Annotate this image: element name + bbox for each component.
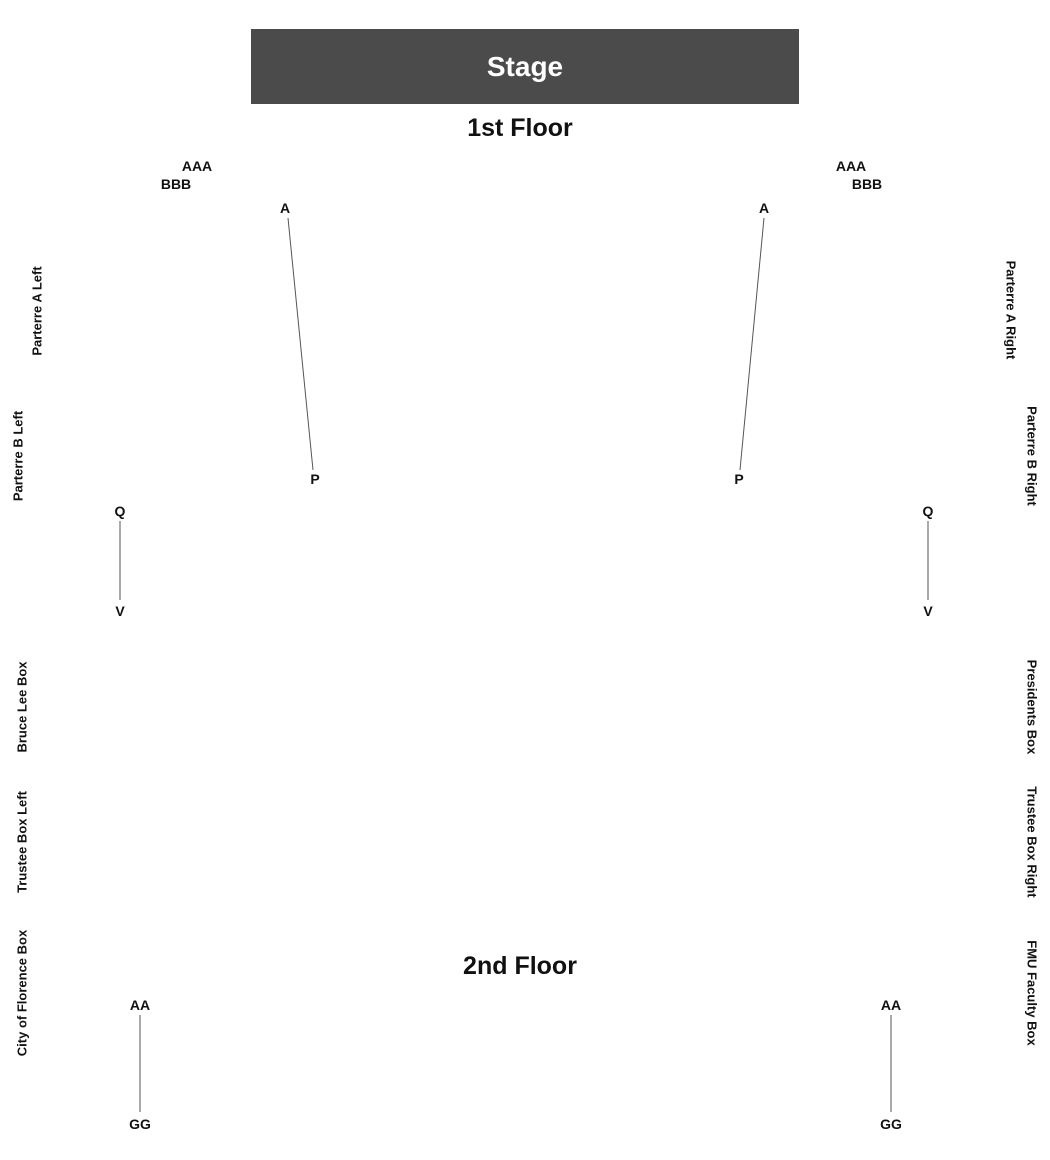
row-label-left-aa[interactable]: AA — [129, 997, 151, 1013]
row-label-right-v[interactable]: V — [923, 603, 933, 619]
row-label-right-gg[interactable]: GG — [880, 1116, 902, 1132]
section-parterre-a-right[interactable]: Parterre A Right — [1003, 260, 1019, 360]
second-floor-title: 2nd Floor — [463, 952, 577, 980]
row-label-left-q[interactable]: Q — [114, 503, 126, 519]
row-label-right-p[interactable]: P — [734, 471, 744, 487]
row-label-left-v[interactable]: V — [115, 603, 125, 619]
section-parterre-b-left[interactable]: Parterre B Left — [10, 410, 26, 502]
connector-right-a-p — [739, 217, 765, 471]
row-label-right-aa[interactable]: AA — [880, 997, 902, 1013]
section-parterre-a-left[interactable]: Parterre A Left — [29, 266, 45, 356]
section-trustee-box-right[interactable]: Trustee Box Right — [1024, 786, 1040, 898]
stage: Stage — [251, 29, 799, 104]
section-presidents-box[interactable]: Presidents Box — [1024, 659, 1040, 755]
row-label-right-a[interactable]: A — [758, 200, 770, 216]
row-label-right-bbb[interactable]: BBB — [851, 176, 883, 192]
section-fmu-faculty-box[interactable]: FMU Faculty Box — [1024, 940, 1040, 1046]
connector-left-a-p — [287, 217, 314, 471]
row-label-left-a[interactable]: A — [279, 200, 291, 216]
section-parterre-b-right[interactable]: Parterre B Right — [1024, 406, 1040, 506]
section-bruce-lee-box[interactable]: Bruce Lee Box — [14, 661, 30, 753]
row-label-left-aaa[interactable]: AAA — [181, 158, 213, 174]
row-label-right-q[interactable]: Q — [922, 503, 934, 519]
stage-label: Stage — [486, 50, 564, 82]
row-label-left-bbb[interactable]: BBB — [160, 176, 192, 192]
section-city-of-florence-box[interactable]: City of Florence Box — [14, 929, 30, 1057]
section-trustee-box-left[interactable]: Trustee Box Left — [14, 791, 30, 893]
row-label-left-p[interactable]: P — [310, 471, 320, 487]
row-label-right-aaa[interactable]: AAA — [835, 158, 867, 174]
first-floor-title: 1st Floor — [467, 114, 573, 142]
row-label-left-gg[interactable]: GG — [129, 1116, 151, 1132]
